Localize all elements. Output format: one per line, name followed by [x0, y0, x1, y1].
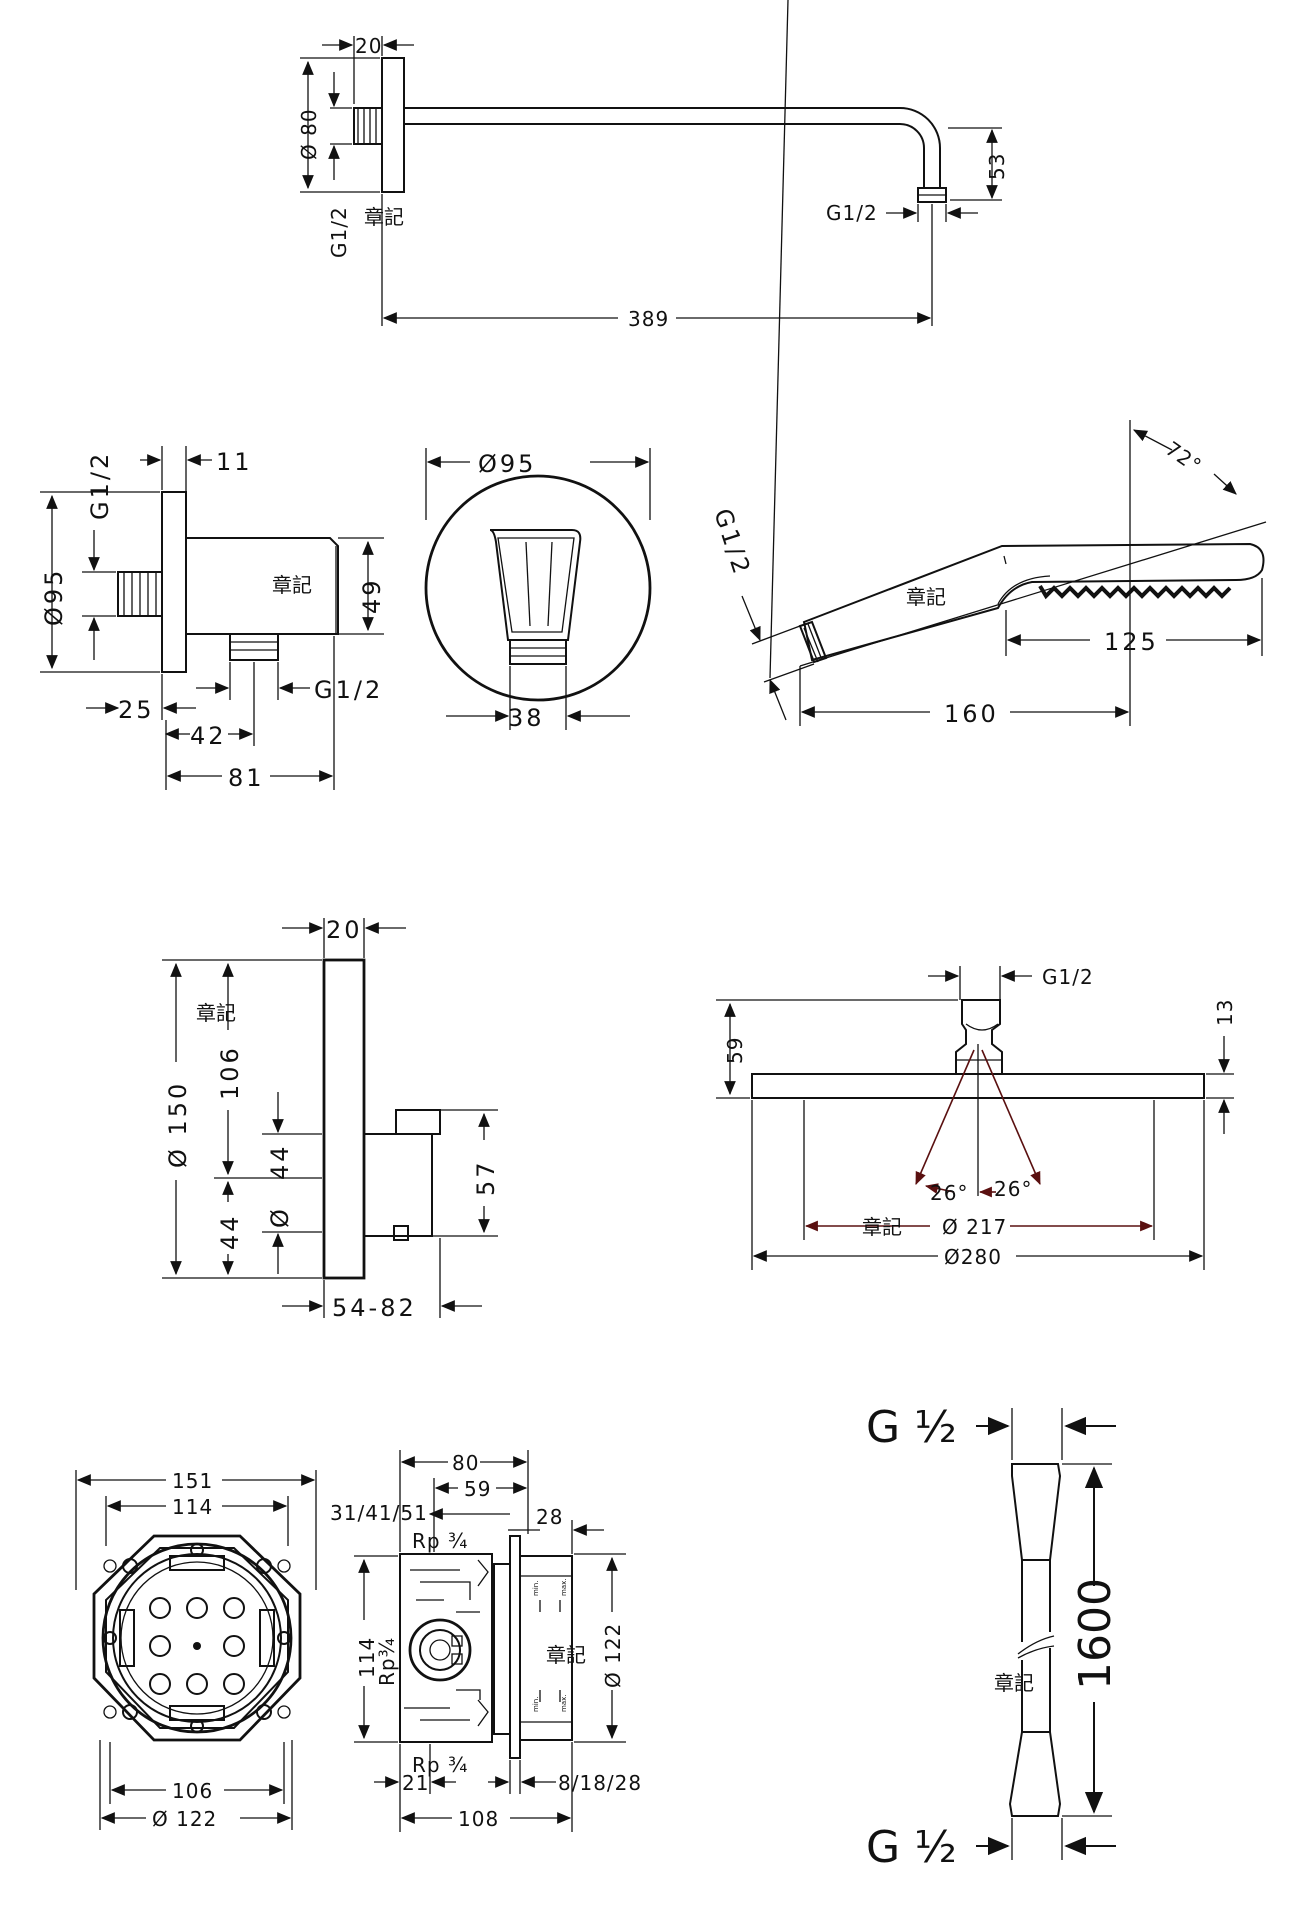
box-side-rp-middle-label: Rp¾: [375, 1637, 399, 1686]
box-side-mark-label: 章記: [546, 1643, 586, 1667]
overhead-angle-left-label: 26°: [930, 1181, 968, 1205]
overhead-height-label: 59: [723, 1037, 747, 1064]
box-side-depth-label: 108: [458, 1807, 499, 1831]
outlet-side-mark-label: 章記: [272, 573, 312, 597]
box-side-width-59-label: 59: [464, 1477, 491, 1501]
box-front-bottom-width-label: 106: [172, 1779, 213, 1803]
installation-box-front-drawing: 151 114 106 Ø 122: [75, 1469, 317, 1831]
thermostat-projection-label: 54-82: [332, 1294, 417, 1322]
hose-thread-top-label: G ½: [866, 1402, 957, 1453]
box-side-position-label: 31/41/51: [330, 1501, 428, 1525]
shower-arm-drawing: 20 Ø 80 G1/2 章記 53 G1/2 389: [297, 34, 1009, 331]
outlet-depth-label: 81: [228, 764, 265, 792]
outlet-flange-label: 11: [216, 448, 253, 476]
box-side-min-bottom-label: min.: [532, 1697, 540, 1712]
outlet-height-label: 49: [358, 577, 386, 614]
thermostat-mark-label: 章記: [196, 1001, 236, 1025]
overhead-spray-diameter-label: Ø 217: [942, 1215, 1007, 1239]
overhead-thread-label: G1/2: [1042, 965, 1094, 989]
box-side-rp-top-label: Rp ¾: [412, 1529, 468, 1553]
thermostat-small-diameter-label: Ø: [266, 1206, 294, 1228]
hose-mark-label: 章記: [994, 1671, 1034, 1695]
outlet-thread-top-label: G1/2: [86, 451, 114, 520]
box-side-width-21-label: 21: [402, 1771, 429, 1795]
arm-thread-right-label: G1/2: [826, 201, 878, 225]
box-front-inner-width-label: 114: [172, 1495, 213, 1519]
hose-thread-bottom-label: G ½: [866, 1822, 957, 1873]
outlet-front-diameter-label: Ø95: [478, 450, 536, 478]
outlet-diameter-label: Ø95: [40, 568, 68, 626]
outlet-offset-label: 25: [118, 696, 155, 724]
box-side-rp-bottom-label: Rp ¾: [412, 1753, 468, 1777]
box-side-height-114-label: 114: [355, 1637, 379, 1678]
box-front-outer-width-label: 151: [172, 1469, 213, 1493]
box-side-max-bottom-label: max.: [560, 1695, 568, 1712]
wall-outlet-side-drawing: 章記 11 Ø95 G1/2 49 25 G1/2: [40, 446, 386, 792]
box-side-min-top-label: min.: [532, 1581, 540, 1596]
hand-shower-handle-label: 160: [944, 700, 999, 728]
arm-drop-label: 53: [985, 153, 1009, 180]
arm-flange-diameter-label: Ø 80: [297, 108, 321, 160]
box-side-width-28-label: 28: [536, 1505, 563, 1529]
wall-outlet-front-drawing: Ø95 38: [424, 448, 652, 732]
thermostat-total-diameter-label: Ø 150: [164, 1081, 192, 1168]
hand-shower-mark-label: 章記: [906, 585, 946, 609]
overhead-plate-diameter-label: Ø280: [944, 1245, 1002, 1269]
hand-shower-angle-label: 72°: [1161, 436, 1206, 478]
overhead-thickness-label: 13: [1213, 999, 1237, 1026]
hand-shower-head-label: 125: [1104, 628, 1159, 656]
thermostat-height-44-upper-label: 44: [266, 1143, 294, 1180]
hand-shower-thread-label: G1/2: [708, 505, 756, 579]
thermostat-plate-label: 20: [326, 916, 363, 944]
outlet-distance-label: 42: [190, 722, 227, 750]
overhead-shower-drawing: 26° 26° G1/2 59 13 Ø 217 章記 Ø280: [716, 965, 1237, 1270]
box-side-max-top-label: max.: [560, 1579, 568, 1596]
thermostat-drawing: 20 Ø 150 106 44 章記 44 Ø 57 54-82: [162, 916, 500, 1322]
box-side-cover-label: 8/18/28: [558, 1771, 642, 1795]
outlet-front-width-label: 38: [508, 704, 545, 732]
thermostat-height-106-label: 106: [216, 1045, 244, 1100]
box-front-diameter-label: Ø 122: [152, 1807, 217, 1831]
thermostat-height-44-lower-label: 44: [216, 1213, 244, 1250]
arm-flange-width-label: 20: [355, 34, 382, 58]
outlet-thread-bottom-label: G1/2: [314, 676, 383, 704]
hose-length-label: 1600: [1070, 1578, 1121, 1690]
hand-shower-drawing: 章記 72° G1/2 125 160: [708, 0, 1267, 728]
arm-thread-left-label: G1/2: [327, 206, 351, 258]
overhead-mark-label: 章記: [862, 1215, 902, 1239]
arm-length-label: 389: [628, 307, 669, 331]
thermostat-knob-label: 57: [472, 1159, 500, 1196]
installation-box-side-drawing: min. max. min. max. 章記 80 59 31/41/51 28…: [330, 1450, 642, 1832]
shower-hose-drawing: 章記 G ½ 1600 G ½: [866, 1402, 1121, 1873]
overhead-angle-right-label: 26°: [994, 1177, 1032, 1201]
box-side-width-80-label: 80: [452, 1451, 479, 1475]
arm-mark-label: 章記: [364, 205, 404, 229]
box-side-diameter-label: Ø 122: [601, 1623, 625, 1688]
